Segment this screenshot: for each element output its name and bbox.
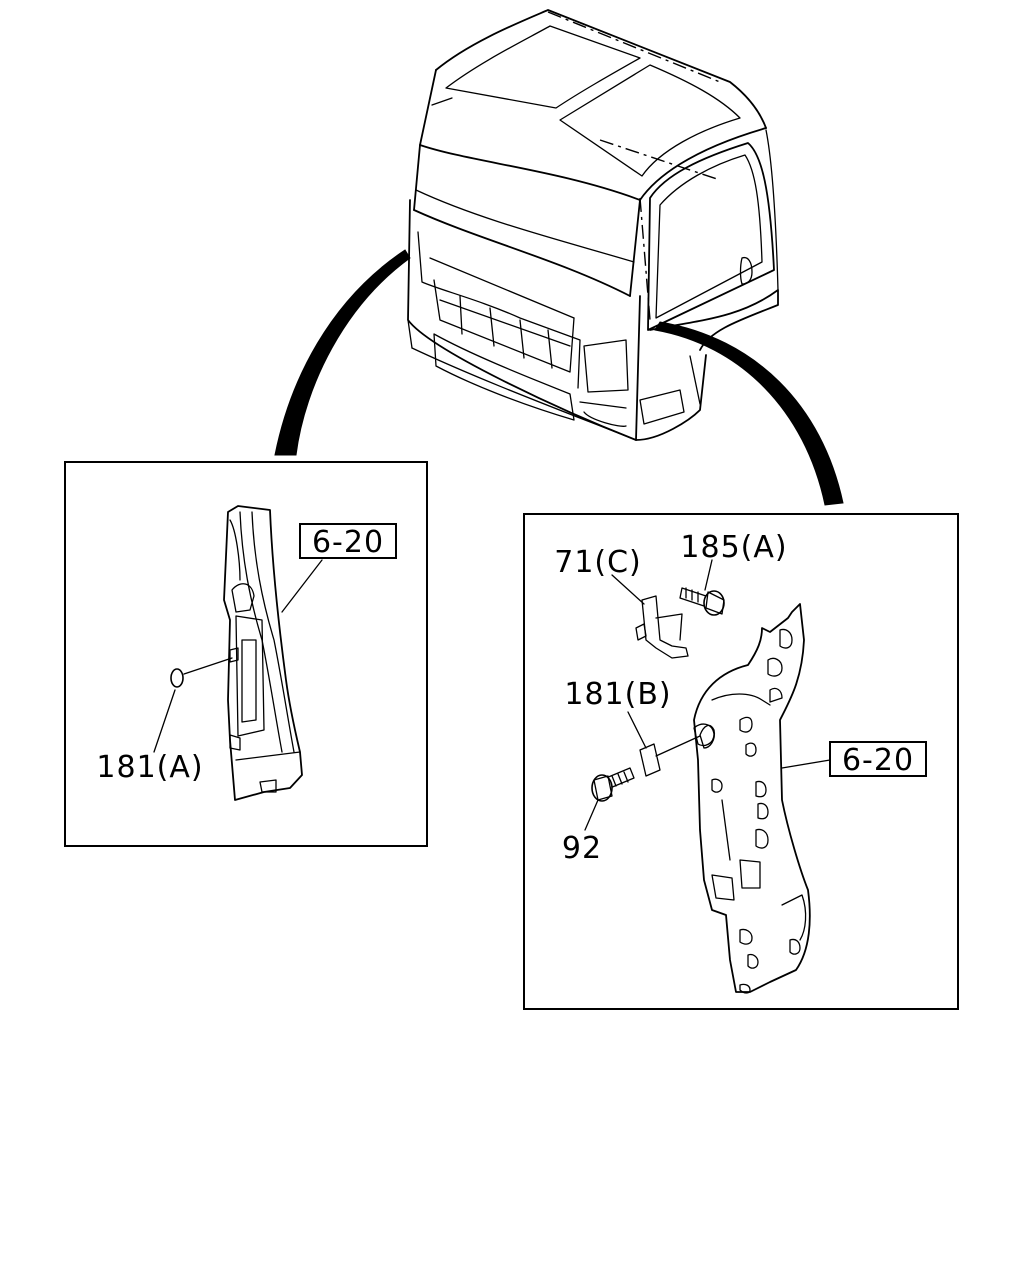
part-label-181a: 181(A)	[96, 750, 203, 785]
bolt-185a	[679, 587, 725, 616]
part-label-185a: 185(A)	[680, 530, 787, 565]
part-label-181b: 181(B)	[564, 677, 671, 712]
leader-arc-right	[654, 321, 844, 506]
ref-label-left: 6-20	[312, 525, 384, 560]
detail-panel-left	[64, 461, 428, 847]
leader-line-181a	[153, 689, 176, 753]
ref-box-left	[299, 523, 397, 559]
pillar-right	[693, 603, 811, 994]
leader-line-181a-install	[183, 657, 233, 675]
leader-line-181b	[627, 711, 647, 749]
grommet-181a	[170, 668, 184, 688]
leader-line-181b-install	[655, 735, 701, 757]
leader-line-71c	[611, 574, 645, 605]
leader-line-92	[584, 799, 599, 831]
pad-181b	[639, 743, 661, 777]
leader-arc-left	[274, 249, 411, 456]
part-label-92: 92	[562, 831, 602, 866]
clip-71c	[635, 595, 689, 659]
ref-label-right: 6-20	[842, 743, 914, 778]
leader-line-185a	[704, 559, 713, 591]
part-label-71c: 71(C)	[554, 545, 642, 580]
bolt-92	[591, 767, 635, 802]
ref-box-right	[829, 741, 927, 777]
leader-line-ref-left	[281, 559, 323, 613]
truck-cab	[407, 9, 779, 441]
pillar-left	[223, 505, 303, 801]
leader-line-ref-right	[781, 759, 831, 769]
